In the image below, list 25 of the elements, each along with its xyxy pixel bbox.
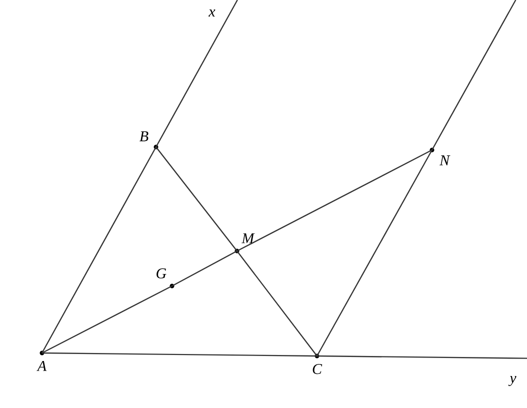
ray — [317, 355, 527, 359]
node-label: M — [242, 233, 255, 244]
line-segment — [41, 146, 157, 354]
point: A — [36, 350, 47, 371]
node-label: A — [36, 361, 47, 371]
ray — [155, 0, 238, 148]
line-segment — [172, 250, 238, 287]
node-label: N — [439, 155, 450, 166]
line-segment — [236, 250, 318, 356]
line-segment — [236, 149, 432, 252]
point: N — [430, 148, 450, 166]
point: B — [140, 131, 158, 150]
point: G — [156, 268, 174, 288]
node-label: B — [140, 131, 148, 142]
point: M — [234, 233, 255, 254]
line-segment — [42, 285, 172, 354]
ray-label: y — [508, 376, 516, 386]
line-segment — [316, 150, 433, 356]
ray — [431, 0, 516, 150]
node-label: C — [312, 364, 322, 374]
line-segment — [42, 352, 318, 357]
point: C — [312, 354, 322, 374]
node-label: G — [156, 268, 166, 278]
line-segment — [156, 146, 238, 252]
ray-label: x — [208, 10, 216, 16]
